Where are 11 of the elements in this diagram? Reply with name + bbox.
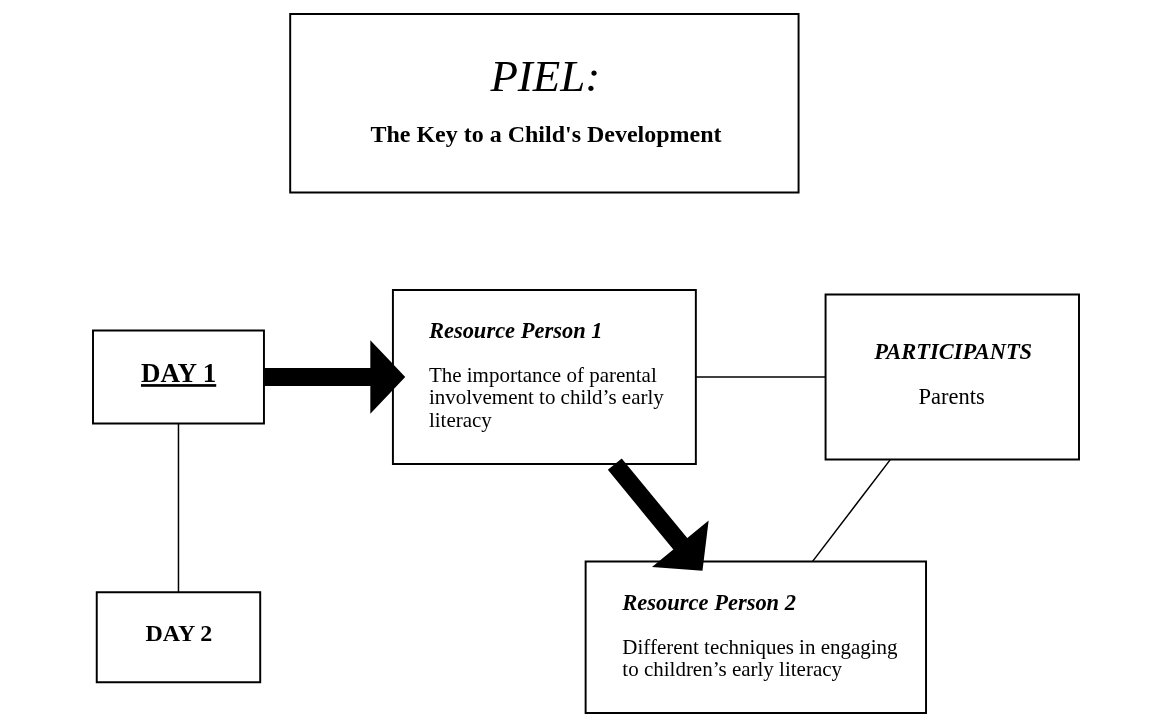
node-box: Resource Person 2 Different techniques in engaging to children’s early literacy: [584, 560, 927, 714]
node-box: PIEL: The Key to a Child's Development: [288, 13, 800, 194]
arrow: [263, 340, 405, 414]
node-box: DAY 1: [91, 329, 265, 425]
node-box: Resource Person 1 The importance of parental involvement to child’s early literacy: [391, 289, 697, 465]
connector: [694, 376, 826, 378]
node-box: DAY 2: [95, 591, 261, 684]
connector: [811, 459, 891, 563]
node-box: PARTICIPANTS Parents: [824, 293, 1080, 461]
connector: [177, 423, 179, 593]
arrow: [607, 458, 709, 571]
